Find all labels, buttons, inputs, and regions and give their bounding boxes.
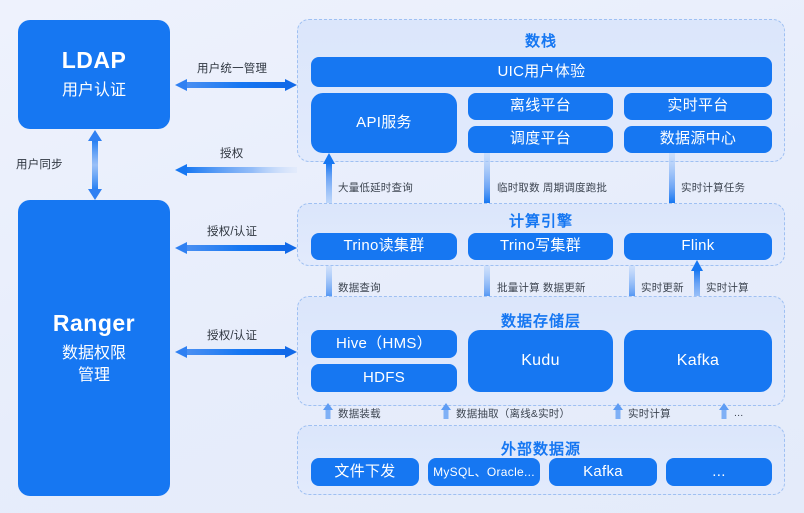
flow-label-data-query: 数据查询 — [338, 282, 381, 294]
user-sync-label: 用户同步 — [16, 159, 63, 171]
flow-label-batch-compute: 批量计算 数据更新 — [497, 282, 586, 294]
flow-label-realtime-compute-up: 实时计算 — [706, 282, 749, 294]
ranger-to-engine-arrow — [175, 241, 297, 255]
box-mysql-oracle[interactable]: MySQL、Oracle... — [428, 458, 540, 486]
ldap-title: LDAP — [61, 47, 127, 74]
box-kafka-storage[interactable]: Kafka — [624, 330, 772, 392]
box-datasource-center[interactable]: 数据源中心 — [624, 126, 772, 153]
flow-arrow-data-extract — [440, 403, 452, 419]
panel-external-sources-title: 外部数据源 — [500, 441, 581, 458]
flow-label-low-latency-query: 大量低延时查询 — [338, 182, 413, 194]
box-kudu[interactable]: Kudu — [468, 330, 613, 392]
flow-arrow-ellipsis — [718, 403, 730, 419]
panel-shuzhan-title: 数栈 — [524, 33, 557, 50]
flow-label-data-load: 数据装载 — [338, 408, 381, 420]
flow-label-realtime-task: 实时计算任务 — [681, 182, 746, 194]
flow-label-batch-schedule: 临时取数 周期调度跑批 — [497, 182, 608, 194]
ldap-to-stack-arrow — [175, 78, 297, 92]
flow-label-ellipsis: ... — [734, 407, 744, 419]
box-hive-hms[interactable]: Hive（HMS） — [311, 330, 457, 358]
auth-to-ldap-arrow — [175, 163, 297, 177]
ldap-to-stack-label: 用户统一管理 — [197, 63, 268, 75]
flow-arrow-data-load — [322, 403, 334, 419]
ranger-subtitle: 数据权限 管理 — [61, 344, 126, 384]
panel-compute-engine-title: 计算引擎 — [508, 213, 573, 230]
flow-label-realtime-compute-ext: 实时计算 — [628, 408, 671, 420]
box-trino-write[interactable]: Trino写集群 — [468, 233, 613, 260]
ranger-to-engine-label: 授权/认证 — [207, 226, 258, 238]
ranger-to-storage-label: 授权/认证 — [207, 330, 258, 342]
box-hdfs[interactable]: HDFS — [311, 364, 457, 392]
box-external-more[interactable]: ... — [666, 458, 772, 486]
box-flink[interactable]: Flink — [624, 233, 772, 260]
box-uic[interactable]: UIC用户体验 — [311, 57, 772, 87]
auth-to-ldap-label: 授权 — [220, 148, 244, 160]
ranger-card[interactable]: Ranger 数据权限 管理 — [18, 200, 170, 496]
box-offline-platform[interactable]: 离线平台 — [468, 93, 613, 120]
ranger-to-storage-arrow — [175, 345, 297, 359]
ldap-card[interactable]: LDAP 用户认证 — [18, 20, 170, 129]
flow-label-data-extract: 数据抽取（离线&实时） — [456, 408, 571, 420]
user-sync-arrow — [87, 130, 103, 200]
box-api-service[interactable]: API服务 — [311, 93, 457, 153]
flow-arrow-realtime-compute-ext — [612, 403, 624, 419]
flow-arrow-realtime-compute-up — [690, 260, 704, 316]
ranger-title: Ranger — [52, 309, 136, 336]
flow-arrow-low-latency-query — [322, 153, 336, 211]
ldap-subtitle: 用户认证 — [61, 82, 126, 100]
box-file-delivery[interactable]: 文件下发 — [311, 458, 419, 486]
panel-storage-layer-title: 数据存储层 — [500, 313, 581, 330]
box-kafka-external[interactable]: Kafka — [549, 458, 657, 486]
box-schedule-platform[interactable]: 调度平台 — [468, 126, 613, 153]
flow-label-realtime-update: 实时更新 — [641, 282, 684, 294]
box-realtime-platform[interactable]: 实时平台 — [624, 93, 772, 120]
box-trino-read[interactable]: Trino读集群 — [311, 233, 457, 260]
